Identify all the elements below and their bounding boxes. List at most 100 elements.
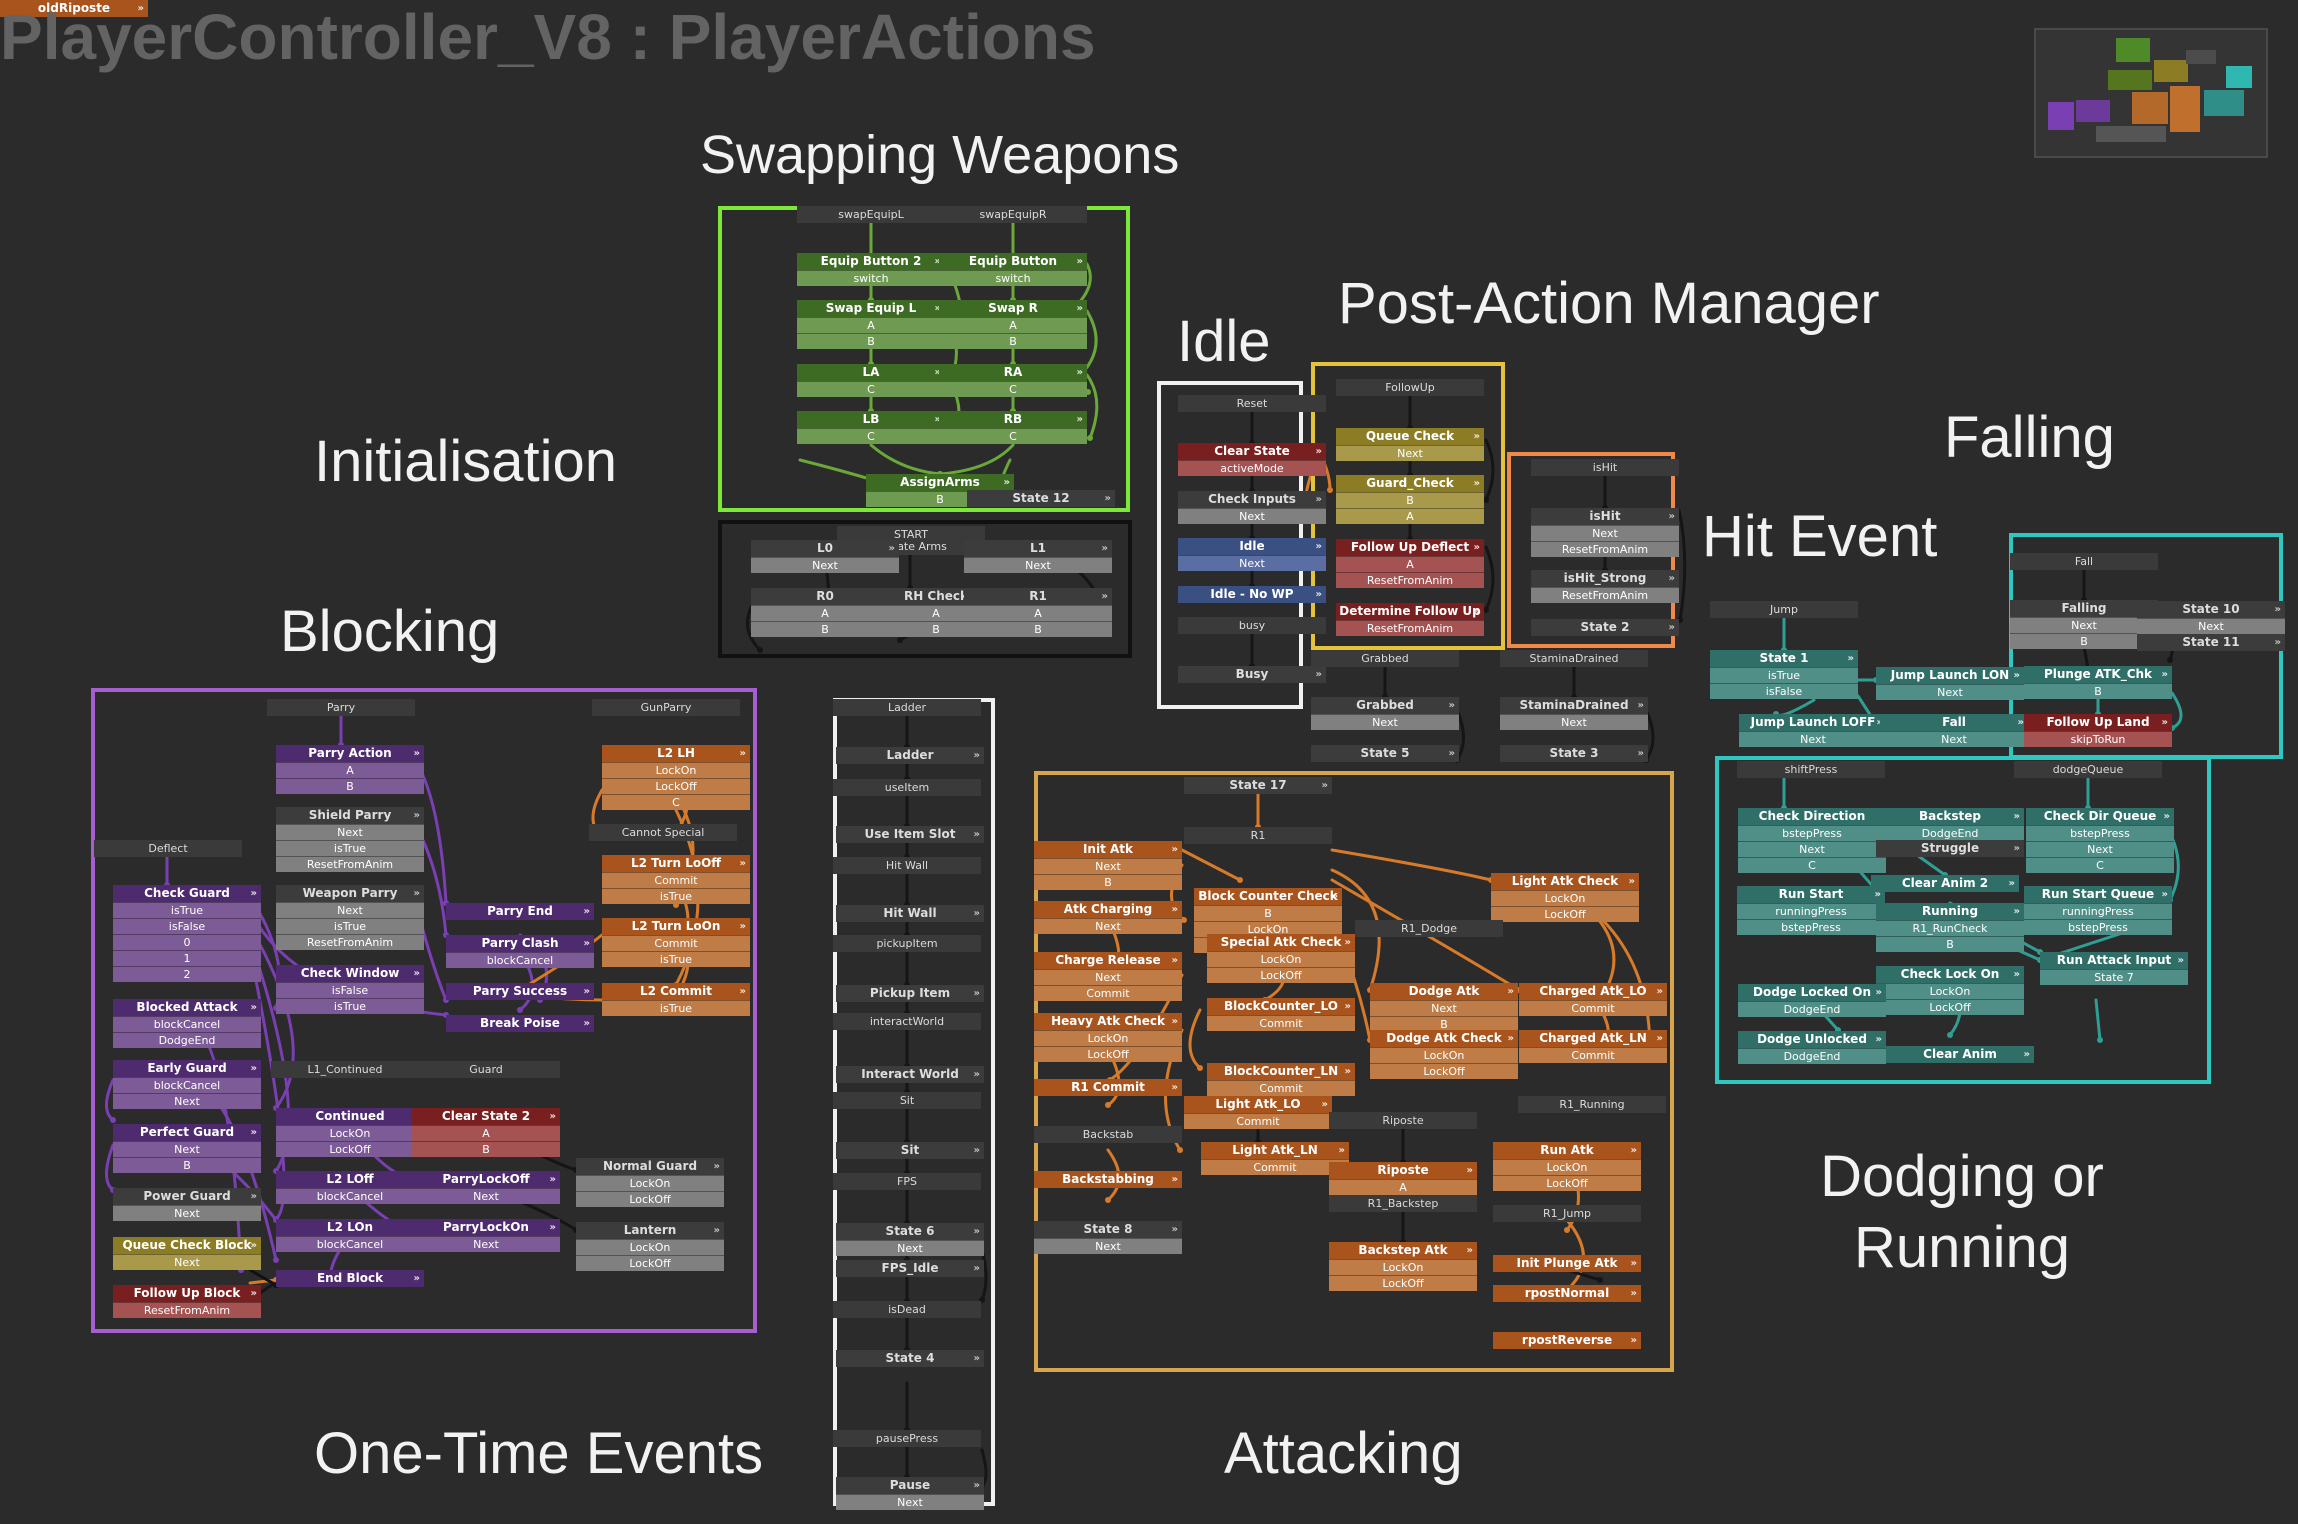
node-menu-chevron-icon[interactable]: » — [583, 938, 590, 949]
node-transition-row[interactable]: A — [1329, 1179, 1477, 1195]
node-transition-row[interactable]: C — [1738, 857, 1886, 873]
graph-node[interactable]: Backstep»DodgeEnd — [1876, 808, 2024, 841]
node-transition-row[interactable]: LockOn — [1876, 983, 2024, 999]
node-menu-chevron-icon[interactable]: » — [973, 988, 980, 999]
node-transition-row[interactable]: B — [939, 333, 1087, 349]
node-transition-row[interactable]: isFalse — [276, 982, 424, 998]
graph-node[interactable]: pickupItem — [833, 935, 981, 952]
graph-node[interactable]: L2 LOff»blockCancel — [276, 1171, 424, 1204]
node-transition-row[interactable]: bstepPress — [2026, 825, 2174, 841]
node-transition-row[interactable]: B — [113, 1157, 261, 1173]
node-menu-chevron-icon[interactable]: » — [250, 1127, 257, 1138]
graph-node[interactable]: Sit — [833, 1092, 981, 1109]
graph-node[interactable]: Clear State»activeMode — [1178, 443, 1326, 476]
node-menu-chevron-icon[interactable]: » — [1076, 414, 1083, 425]
graph-node[interactable]: Interact World» — [836, 1066, 984, 1083]
graph-node[interactable]: Jump — [1710, 601, 1858, 618]
graph-node[interactable]: rpostNormal» — [1493, 1285, 1641, 1302]
node-transition-row[interactable]: switch — [939, 270, 1087, 286]
node-menu-chevron-icon[interactable]: » — [934, 414, 941, 425]
node-transition-row[interactable]: C — [939, 381, 1087, 397]
graph-node[interactable]: R1_Jump — [1493, 1205, 1641, 1222]
node-menu-chevron-icon[interactable]: » — [1847, 653, 1854, 664]
node-menu-chevron-icon[interactable]: » — [1875, 1034, 1882, 1045]
graph-node[interactable]: State 11» — [2137, 634, 2285, 651]
node-menu-chevron-icon[interactable]: » — [2013, 670, 2020, 681]
node-transition-row[interactable]: A — [1336, 508, 1484, 524]
node-menu-chevron-icon[interactable]: » — [2177, 955, 2184, 966]
graph-node[interactable]: R1 Commit» — [1034, 1079, 1182, 1096]
node-transition-row[interactable]: Next — [412, 1188, 560, 1204]
node-menu-chevron-icon[interactable]: » — [1344, 1066, 1351, 1077]
node-menu-chevron-icon[interactable]: » — [1507, 986, 1514, 997]
graph-node[interactable]: interactWorld — [833, 1013, 981, 1030]
graph-node[interactable]: Follow Up Land»skipToRun — [2024, 714, 2172, 747]
node-transition-row[interactable]: LockOn — [1207, 951, 1355, 967]
node-menu-chevron-icon[interactable]: » — [1331, 891, 1338, 902]
graph-node[interactable]: State 17» — [1184, 777, 1332, 794]
graph-node[interactable]: Hit Wall» — [836, 905, 984, 922]
graph-node[interactable]: R1_Running — [1518, 1096, 1666, 1113]
node-menu-chevron-icon[interactable]: » — [1668, 511, 1675, 522]
node-transition-row[interactable]: B — [1034, 874, 1182, 890]
node-transition-row[interactable]: 2 — [113, 966, 261, 982]
node-menu-chevron-icon[interactable]: » — [2017, 717, 2024, 728]
node-menu-chevron-icon[interactable]: » — [2161, 889, 2168, 900]
node-menu-chevron-icon[interactable]: » — [549, 1174, 556, 1185]
graph-node[interactable]: Backstab — [1034, 1126, 1182, 1143]
graph-node[interactable]: isDead — [833, 1301, 981, 1318]
node-transition-row[interactable]: Commit — [602, 935, 750, 951]
node-transition-row[interactable]: LockOn — [1491, 890, 1639, 906]
node-menu-chevron-icon[interactable]: » — [888, 543, 895, 554]
node-menu-chevron-icon[interactable]: » — [250, 1288, 257, 1299]
node-transition-row[interactable]: Next — [276, 824, 424, 840]
graph-node[interactable]: BlockCounter_LN»Commit — [1207, 1063, 1355, 1096]
node-transition-row[interactable]: isTrue — [276, 840, 424, 856]
node-menu-chevron-icon[interactable]: » — [2008, 878, 2015, 889]
node-transition-row[interactable]: Next — [1738, 841, 1886, 857]
node-menu-chevron-icon[interactable]: » — [973, 829, 980, 840]
node-transition-row[interactable]: Next — [1370, 1000, 1518, 1016]
graph-node[interactable]: State 5» — [1311, 745, 1459, 762]
node-transition-row[interactable]: A — [939, 317, 1087, 333]
node-transition-row[interactable]: Next — [2010, 617, 2158, 633]
graph-node[interactable]: State 6»Next — [836, 1223, 984, 1256]
node-menu-chevron-icon[interactable]: » — [250, 1191, 257, 1202]
node-menu-chevron-icon[interactable]: » — [973, 1480, 980, 1491]
graph-node[interactable]: State 3» — [1500, 745, 1648, 762]
node-transition-row[interactable]: B — [2024, 683, 2172, 699]
node-transition-row[interactable]: runningPress — [1737, 903, 1885, 919]
node-menu-chevron-icon[interactable]: » — [549, 1222, 556, 1233]
node-transition-row[interactable]: bstepPress — [1738, 825, 1886, 841]
node-transition-row[interactable]: isTrue — [602, 888, 750, 904]
graph-node[interactable]: swapEquipR — [939, 206, 1087, 223]
node-transition-row[interactable]: LockOff — [576, 1191, 724, 1207]
graph-node[interactable]: Cannot Special — [589, 824, 737, 841]
graph-node[interactable]: Light Atk_LN»Commit — [1201, 1142, 1349, 1175]
graph-node[interactable]: Queue Check Block»Next — [113, 1237, 261, 1270]
node-transition-row[interactable]: isTrue — [602, 1000, 750, 1016]
graph-node[interactable]: ParryLockOff»Next — [412, 1171, 560, 1204]
graph-node[interactable]: FollowUp — [1336, 379, 1484, 396]
node-transition-row[interactable]: A — [964, 605, 1112, 621]
node-transition-row[interactable]: Next — [412, 1236, 560, 1252]
graph-node[interactable]: Ladder — [833, 699, 981, 716]
node-transition-row[interactable]: A — [1336, 556, 1484, 572]
node-menu-chevron-icon[interactable]: » — [1466, 1245, 1473, 1256]
node-transition-row[interactable]: B — [797, 333, 945, 349]
node-menu-chevron-icon[interactable]: » — [1637, 700, 1644, 711]
node-transition-row[interactable]: B — [276, 778, 424, 794]
node-menu-chevron-icon[interactable]: » — [1473, 606, 1480, 617]
node-transition-row[interactable]: B — [964, 621, 1112, 637]
node-transition-row[interactable]: B — [1194, 905, 1342, 921]
node-transition-row[interactable]: isFalse — [1710, 683, 1858, 699]
graph-node[interactable]: Fall — [2010, 553, 2158, 570]
graph-node[interactable]: R1_Dodge — [1355, 920, 1503, 937]
